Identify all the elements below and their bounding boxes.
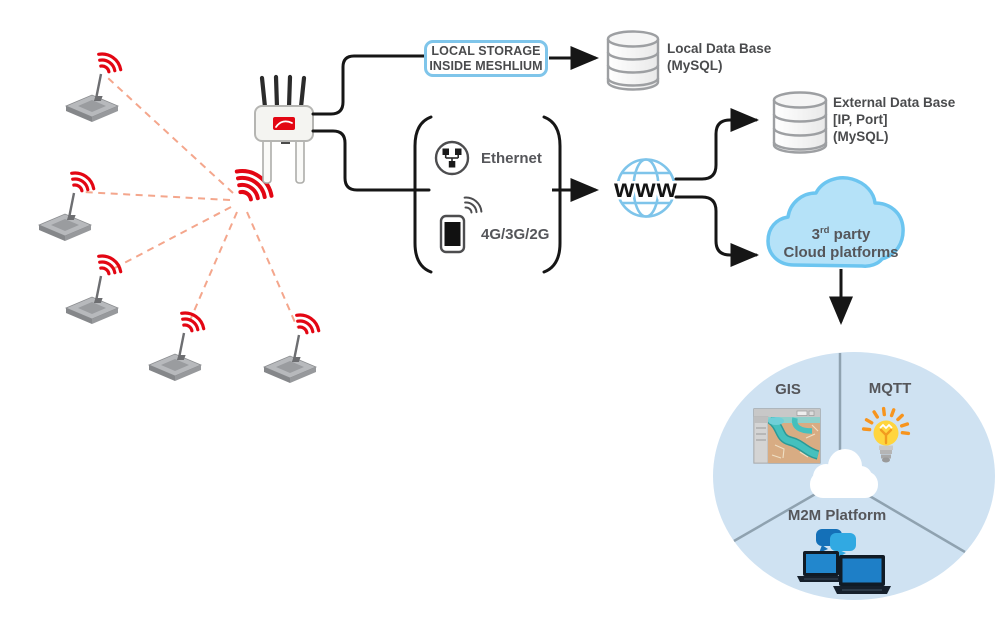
center-cloud-icon	[810, 449, 878, 498]
local-storage-box: LOCAL STORAGE INSIDE MESHLIUM	[424, 40, 548, 77]
www-globe-icon	[616, 158, 676, 218]
external-db-label: External Data Base [IP, Port] (MySQL)	[833, 95, 956, 144]
www-branches	[674, 108, 759, 267]
mqtt-bulb-icon	[861, 406, 911, 463]
ethernet-label: Ethernet	[481, 150, 542, 167]
gateway-cables	[311, 54, 431, 192]
cellular-phone-icon	[439, 196, 483, 254]
gateway-signal-icon	[234, 169, 274, 202]
www-label: www	[613, 173, 678, 203]
local-storage-line1: LOCAL STORAGE	[431, 43, 541, 58]
m2m-laptops-icon	[797, 529, 891, 594]
local-db-label: Local Data Base (MySQL)	[667, 41, 772, 73]
ethernet-icon	[434, 140, 470, 176]
external-database-icon	[772, 91, 828, 154]
wireless-links	[82, 77, 298, 328]
third-party-cloud-label: 3rd party Cloud platforms	[783, 225, 899, 261]
platform-circle	[713, 352, 995, 600]
meshlium-gateway-icon	[254, 74, 314, 184]
gis-map-window-icon	[753, 408, 821, 464]
local-storage-line2: INSIDE MESHLIUM	[429, 58, 543, 73]
mqtt-label: MQTT	[868, 380, 912, 397]
gis-label: GIS	[775, 381, 801, 398]
m2m-label: M2M Platform	[787, 507, 887, 524]
local-database-icon	[606, 30, 660, 91]
third-party-cloud-icon	[766, 176, 905, 268]
connectivity-bracket	[413, 115, 562, 274]
cellular-label: 4G/3G/2G	[481, 226, 550, 243]
